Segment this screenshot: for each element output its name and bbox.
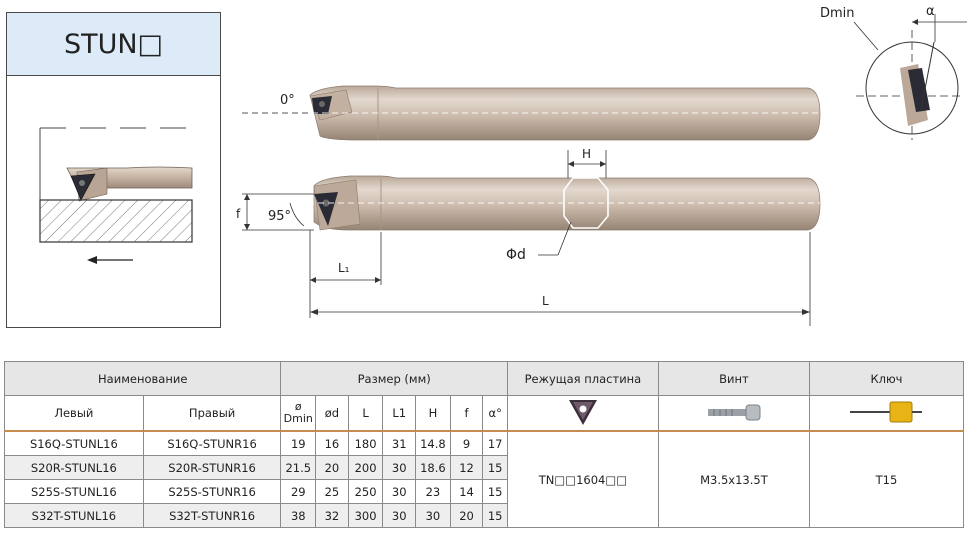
header-alpha: α° — [482, 395, 508, 432]
detail-view: Dmin α — [820, 4, 967, 140]
top-tool-view: 0° — [242, 85, 821, 141]
cell-alpha: 17 — [482, 430, 508, 456]
cell-d: 25 — [315, 479, 349, 504]
cell-H: 18.6 — [415, 455, 451, 480]
header-L1: L1 — [382, 395, 417, 432]
cell-right: S20R-STUNR16 — [142, 455, 282, 480]
series-title: STUN□ — [6, 12, 221, 76]
cell-f: 12 — [449, 455, 484, 480]
table-row: S16Q-STUNL16 S16Q-STUNR16 19 16 180 31 1… — [4, 430, 965, 528]
spec-table: Наименование Размер (мм) Режущая пластин… — [3, 361, 965, 528]
table-row: S20R-STUNL16 S20R-STUNR16 21.5 20 200 30… — [4, 455, 964, 480]
cell-L1: 30 — [382, 503, 417, 528]
cell-dmin: 38 — [280, 503, 317, 528]
cell-d: 20 — [315, 455, 349, 480]
screw-image — [657, 395, 810, 432]
dim-L1-label: L₁ — [338, 261, 350, 275]
table-row: S32T-STUNL16 S32T-STUNR16 38 32 300 30 3… — [4, 503, 964, 528]
cell-alpha: 15 — [482, 479, 508, 504]
dim-phid-label: Φd — [506, 247, 526, 263]
cell-f: 20 — [449, 503, 484, 528]
cell-L1: 31 — [382, 430, 417, 456]
dim-H-label: H — [582, 147, 591, 161]
insert-value: TN□□1604□□ — [506, 430, 659, 528]
cell-d: 16 — [315, 430, 349, 456]
cell-right: S32T-STUNR16 — [142, 503, 282, 528]
cell-left: S16Q-STUNL16 — [4, 430, 144, 456]
header-name: Наименование — [3, 361, 282, 396]
cell-H: 30 — [415, 503, 451, 528]
cell-L: 200 — [347, 455, 384, 480]
cell-alpha: 15 — [482, 503, 508, 528]
cell-right: S25S-STUNR16 — [142, 479, 282, 504]
cell-alpha: 15 — [482, 455, 508, 480]
cell-left: S20R-STUNL16 — [4, 455, 144, 480]
cell-d: 32 — [315, 503, 349, 528]
screw-icon — [707, 404, 761, 420]
cell-L: 250 — [347, 479, 384, 504]
header-key: Ключ — [808, 361, 965, 396]
header-screw: Винт — [657, 361, 810, 396]
header-left: Левый — [4, 395, 144, 432]
header-H: H — [415, 395, 451, 432]
cell-L1: 30 — [382, 479, 417, 504]
cell-right: S16Q-STUNR16 — [142, 430, 282, 456]
side-insert — [314, 192, 338, 226]
header-L: L — [347, 395, 384, 432]
side-tool-view: H Φd f 95° L₁ L — [236, 147, 821, 326]
header-insert: Режущая пластина — [506, 361, 659, 396]
cell-L: 180 — [347, 430, 384, 456]
dmin-label: Dmin — [820, 6, 855, 21]
header-f: f — [449, 395, 484, 432]
cell-left: S25S-STUNL16 — [4, 479, 144, 504]
header-size: Размер (мм) — [280, 361, 508, 396]
cell-f: 9 — [449, 430, 484, 456]
screw-value: M3.5x13.5T — [657, 430, 810, 528]
dim-f-label: f — [236, 207, 241, 221]
cell-f: 14 — [449, 479, 484, 504]
cell-L: 300 — [347, 503, 384, 528]
cell-H: 23 — [415, 479, 451, 504]
cell-dmin: 21.5 — [280, 455, 317, 480]
header-dmin-symbol: ø — [294, 400, 302, 413]
hex-section — [563, 177, 609, 229]
tool-drawing: 0° H Φd f 95° L — [236, 4, 967, 326]
alpha-label: α — [926, 4, 935, 19]
header-right: Правый — [142, 395, 282, 432]
insert-image — [506, 395, 659, 432]
angle-0-label: 0° — [280, 93, 295, 108]
header-dmin-text: Dmin — [283, 412, 313, 425]
key-image — [808, 395, 965, 432]
cell-L1: 30 — [382, 455, 417, 480]
header-od: ød — [315, 395, 349, 432]
cell-left: S32T-STUNL16 — [4, 503, 144, 528]
triangle-insert-icon — [568, 399, 597, 425]
angle-95-label: 95° — [268, 209, 291, 224]
cell-dmin: 19 — [280, 430, 317, 456]
cell-H: 14.8 — [415, 430, 451, 456]
key-value: T15 — [808, 430, 965, 528]
machining-schematic — [6, 76, 221, 328]
insert-shape — [70, 173, 96, 201]
dim-L-label: L — [542, 294, 549, 308]
cell-dmin: 29 — [280, 479, 317, 504]
torx-key-icon — [850, 401, 923, 422]
